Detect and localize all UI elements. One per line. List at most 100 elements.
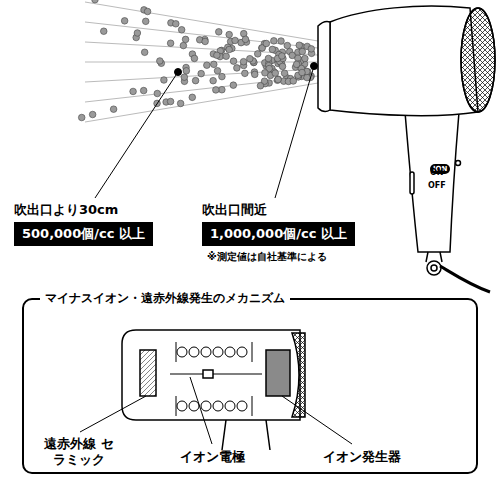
ion-particle	[177, 100, 184, 107]
ion-particle	[265, 55, 272, 62]
ion-particle	[269, 46, 276, 53]
ion-particle	[257, 82, 264, 89]
ion-particle	[284, 42, 291, 49]
ion-particle	[230, 58, 237, 65]
ion-particle	[275, 76, 282, 83]
ion-particle	[281, 70, 288, 77]
ion-particle	[214, 67, 221, 74]
coil-loop	[225, 347, 235, 357]
switch-label: ON	[430, 168, 444, 178]
part-name: 遠赤外線 セラミック	[42, 436, 116, 467]
ion-lamp	[456, 161, 461, 166]
leader-line	[282, 396, 352, 444]
part-name: イオン発生器	[323, 449, 401, 465]
ion-particle	[278, 38, 285, 45]
ion-particle	[121, 18, 128, 25]
ion-particle	[230, 82, 237, 89]
ion-particle	[198, 70, 205, 77]
ion-particle	[271, 38, 278, 45]
ion-particle	[142, 18, 149, 25]
ion-particle	[279, 63, 286, 70]
ion-particle	[262, 70, 269, 77]
leader-line	[275, 66, 314, 198]
ion-particle	[219, 73, 226, 80]
coil-loop	[213, 401, 223, 411]
ion-particle	[223, 53, 230, 60]
ion-particle	[293, 61, 300, 68]
ion-particle	[192, 77, 199, 84]
ion-particle	[157, 58, 164, 65]
switch-slider	[410, 172, 414, 194]
ion-particle	[180, 42, 187, 49]
ion-particle	[254, 51, 261, 58]
ion-particle	[308, 46, 315, 53]
dryer-nozzle	[318, 22, 330, 112]
ion-particle	[161, 77, 168, 84]
coil-loop	[201, 401, 211, 411]
ion-particle	[234, 65, 241, 72]
ion-particle	[242, 36, 249, 43]
coil-loop	[225, 401, 235, 411]
ion-particle	[92, 0, 99, 3]
ion-particle	[183, 68, 190, 75]
coil-loop	[237, 347, 247, 357]
leader-lines	[95, 63, 318, 199]
ion-particle	[210, 61, 217, 68]
ion-particle	[210, 77, 217, 84]
ion-particle	[263, 40, 270, 47]
ion-electrode	[203, 370, 213, 378]
ion-particle	[279, 53, 286, 60]
coil-loop	[189, 347, 199, 357]
ion-particle	[296, 42, 303, 49]
coil-loop	[189, 401, 199, 411]
ion-particle	[191, 55, 198, 62]
dryer-body	[330, 6, 478, 116]
ion-particle	[242, 70, 249, 77]
ion-particle	[214, 52, 221, 59]
ion-particle	[140, 87, 147, 94]
ion-particle	[226, 46, 233, 53]
spray-line	[85, 83, 318, 122]
ion-count: 1,000,000個/cc 以上	[202, 222, 355, 246]
measurement-box: 吹出口間近 1,000,000個/cc 以上	[202, 201, 356, 246]
coil-loop	[237, 401, 247, 411]
ion-particle	[167, 40, 174, 47]
ion-particle	[78, 114, 85, 121]
ion-particle	[275, 76, 282, 83]
ion-particle	[182, 36, 189, 43]
ion-spray	[78, 0, 318, 122]
ion-particle	[141, 49, 148, 56]
panel-title: マイナスイオン・遠赤外線発生のメカニズム	[40, 290, 290, 307]
dryer-grille-rim	[461, 8, 495, 112]
cord	[440, 266, 490, 292]
ion-particle	[204, 62, 211, 69]
ion-particle	[173, 20, 180, 27]
ion-particle	[272, 70, 279, 77]
note: ※測定値は自社基準による	[207, 251, 327, 263]
ion-particle	[89, 111, 96, 118]
hair-dryer	[318, 6, 495, 292]
ion-particle	[202, 38, 209, 45]
leader-line	[190, 377, 212, 444]
hang-loop-hole	[431, 265, 437, 271]
ion-particle	[181, 74, 188, 81]
ion-particle	[144, 8, 151, 15]
ion-particle	[226, 31, 233, 38]
coil-loop	[177, 347, 187, 357]
ion-count: 500,000個/cc 以上	[14, 222, 153, 246]
cutaway-handle	[222, 420, 270, 450]
ion-particle	[167, 98, 174, 105]
dryer-grille	[461, 8, 495, 112]
part-name: イオン電極	[180, 449, 245, 465]
ion-particle	[251, 71, 258, 78]
position-heading: 吹出口間近	[202, 201, 356, 219]
hang-loop	[427, 261, 441, 275]
cutaway-body	[122, 330, 300, 420]
coil-loop	[177, 401, 187, 411]
electrode-wire	[170, 373, 262, 374]
ion-particle	[134, 30, 141, 37]
position-heading: 吹出口より30cm	[14, 201, 154, 219]
ion-particle	[247, 55, 254, 62]
ion-particle	[215, 29, 222, 36]
cutaway-dryer	[122, 330, 305, 450]
